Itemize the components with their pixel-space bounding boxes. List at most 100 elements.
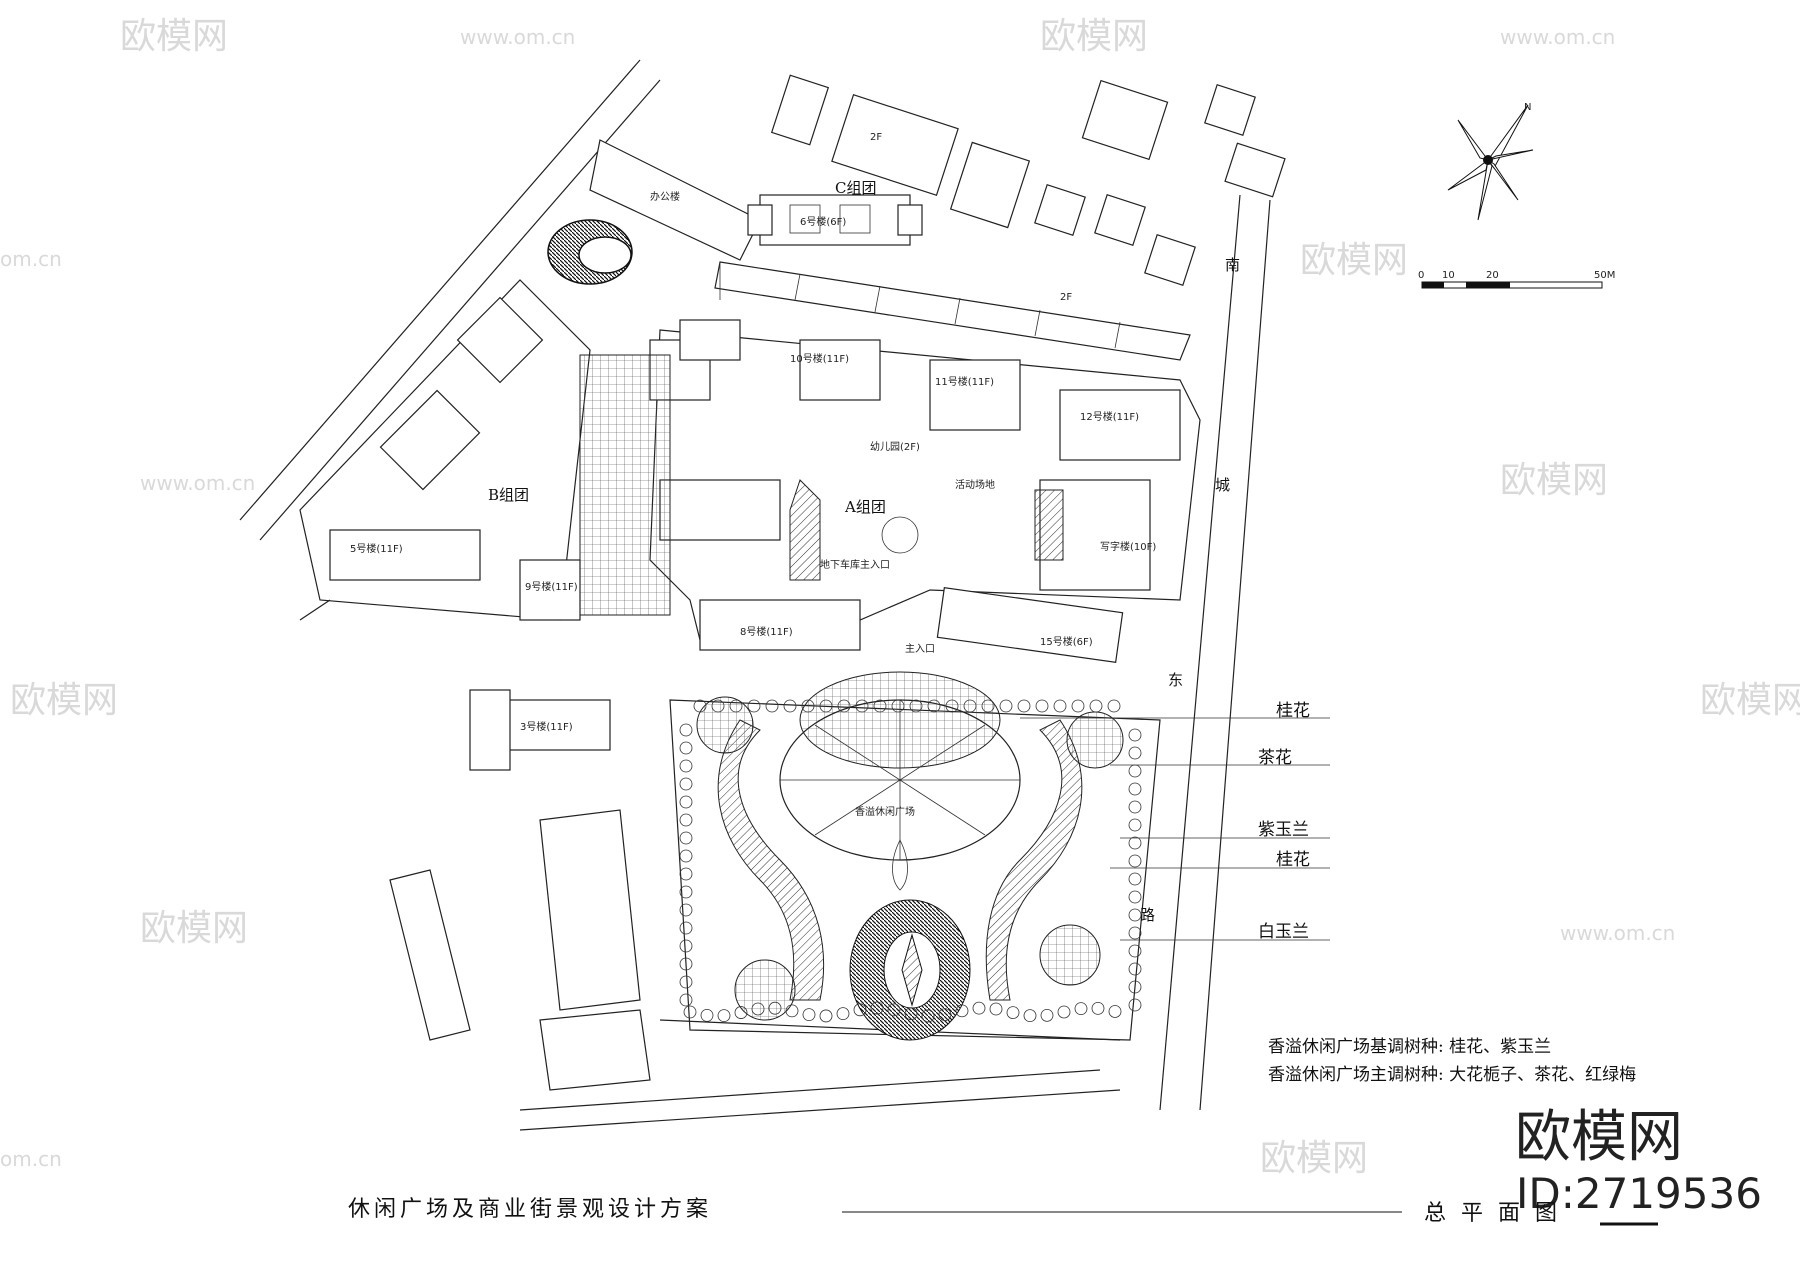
kindergarten-label: 幼儿园(2F) [870, 440, 920, 453]
tree-symbol [717, 1009, 731, 1023]
callout-label: 茶花 [1258, 748, 1292, 768]
tree-symbol [1017, 699, 1031, 713]
road-char: 南 [1225, 256, 1240, 274]
tree-symbol [945, 699, 959, 713]
tree-symbol [747, 699, 761, 713]
tree-symbol [679, 813, 693, 827]
leisure-plaza: 香溢休闲广场 [669, 671, 1161, 1041]
watermark-url: www.om.cn [460, 25, 575, 49]
main-entrance-label: 主入口 [905, 643, 935, 655]
scale-tick: 20 [1486, 270, 1499, 281]
watermark-brand: 欧模网 [1300, 240, 1408, 281]
sheet-title: 总 平 面 图 [1424, 1201, 1561, 1226]
scale-tick: 10 [1442, 270, 1455, 281]
callout-label: 白玉兰 [1258, 922, 1309, 942]
tree-symbol [1128, 818, 1142, 832]
north-label: N [1524, 102, 1531, 113]
watermark-big-brand: 欧模网 [1515, 1105, 1683, 1170]
tree-symbol [887, 1003, 901, 1017]
tree-symbol [785, 1004, 799, 1018]
neighbor-label: 2F [870, 132, 882, 143]
plaza-label: 香溢休闲广场 [855, 805, 915, 818]
tree-symbol [679, 885, 693, 899]
watermark-brand: 欧模网 [1500, 460, 1608, 501]
building-label: 8号楼(11F) [740, 625, 793, 638]
building-label: 12号楼(11F) [1080, 410, 1139, 423]
underground-label: 地下车库主入口 [820, 558, 890, 571]
building-label: 3号楼(11F) [520, 720, 573, 733]
tree-symbol [870, 1001, 884, 1015]
tree-symbol [1128, 962, 1142, 976]
tree-symbol [853, 1003, 867, 1017]
group-b-label: B组团 [488, 486, 529, 504]
watermark-brand: 欧模网 [1700, 680, 1800, 721]
tree-symbol [1091, 1001, 1105, 1015]
plant-callouts: 桂花 茶花 紫玉兰 桂花 白玉兰 [1020, 701, 1330, 942]
note-line: 香溢休闲广场主调树种: 大花栀子、茶花、红绿梅 [1268, 1065, 1636, 1085]
tree-symbol [1128, 800, 1142, 814]
tree-symbol [679, 921, 693, 935]
group-c-label: C组团 [835, 179, 876, 197]
tree-symbol [679, 903, 693, 917]
scale-tick: 0 [1418, 270, 1424, 281]
watermark-url: www.om.cn [1500, 25, 1615, 49]
tree-symbol [1108, 1005, 1122, 1018]
tree-symbol [679, 741, 693, 755]
watermark-url: om.cn [0, 247, 62, 271]
activity-label: 活动场地 [955, 478, 995, 491]
tree-symbol [783, 699, 797, 713]
tree-symbol [981, 699, 995, 713]
building-label: 6号楼(6F) [800, 215, 846, 228]
tree-symbol [729, 699, 743, 713]
callout-label: 紫玉兰 [1258, 820, 1309, 840]
tree-symbol [679, 867, 693, 881]
tree-symbol [873, 699, 887, 713]
tree-symbol [837, 699, 851, 713]
tree-symbol [1128, 944, 1142, 958]
tree-symbol [1128, 872, 1142, 886]
building-label: 5号楼(11F) [350, 542, 403, 555]
tree-symbol [1089, 699, 1103, 713]
tree-symbol [802, 1008, 816, 1022]
tree-symbol [700, 1008, 714, 1022]
tree-symbol [1128, 980, 1142, 994]
watermark-url: www.om.cn [1560, 921, 1675, 945]
tree-symbol [855, 699, 869, 713]
a-group: A组团 幼儿园(2F) 活动场地 写字楼(10F) 地下车库主入口 主入口 10… [649, 319, 1201, 663]
building-label: 15号楼(6F) [1040, 635, 1093, 648]
building-label: 11号楼(11F) [935, 375, 994, 388]
tree-symbol [679, 849, 693, 863]
tree-symbol [891, 699, 905, 713]
tree-symbol [679, 795, 693, 809]
tree-symbol [819, 699, 833, 713]
tree-symbol [1074, 1002, 1088, 1016]
tree-symbol [989, 1002, 1003, 1016]
watermark-id: ID:2719536 [1516, 1169, 1762, 1218]
tree-symbol [711, 699, 725, 713]
tree-symbol [999, 699, 1013, 713]
tree-symbol [679, 975, 693, 989]
tree-symbol [1128, 908, 1142, 922]
tree-symbol [683, 1005, 697, 1019]
road-char: 路 [1140, 906, 1155, 924]
tree-symbol [734, 1006, 748, 1019]
tree-symbol [1023, 1009, 1037, 1023]
tree-symbol [679, 777, 693, 791]
scale-bar: 0 10 20 50M [1418, 270, 1615, 289]
tree-symbol [1128, 782, 1142, 796]
tree-symbol [1128, 890, 1142, 904]
callout-label: 桂花 [1276, 850, 1310, 870]
watermark-brand: 欧模网 [1260, 1138, 1368, 1179]
tree-symbol [765, 699, 779, 713]
watermark-brand: 欧模网 [140, 908, 248, 949]
neighbor-buildings: 2F 2F [770, 74, 1286, 303]
tree-symbol [679, 993, 693, 1007]
watermark-brand: 欧模网 [120, 16, 228, 57]
species-notes: 香溢休闲广场基调树种: 桂花、紫玉兰 香溢休闲广场主调树种: 大花栀子、茶花、红… [1268, 1037, 1636, 1085]
tree-symbol [904, 1007, 918, 1021]
title-block: 休闲广场及商业街景观设计方案 总 平 面 图 [348, 1197, 1658, 1226]
building-label: 9号楼(11F) [525, 580, 578, 593]
tree-symbol [955, 1004, 969, 1018]
road-labels: 东 城 路 南 [1140, 256, 1240, 924]
